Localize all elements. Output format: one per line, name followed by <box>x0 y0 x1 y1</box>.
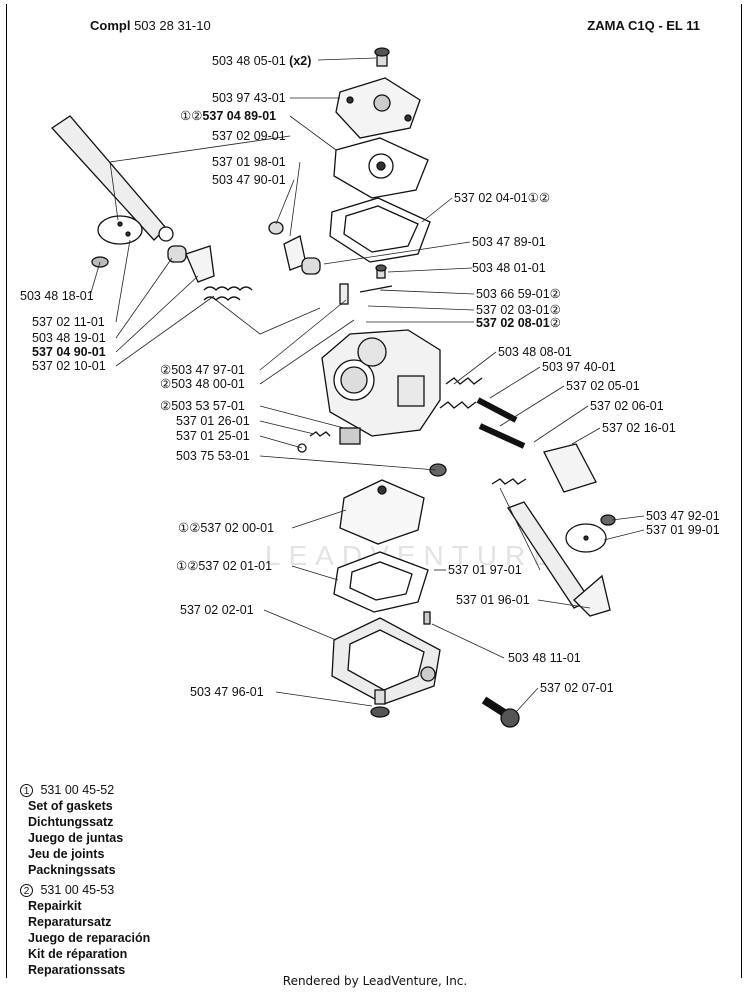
label-537-01-99-01: 537 01 99-01 <box>646 523 720 537</box>
choke-shaft-drawing <box>507 501 611 617</box>
label-537-01-26-01: 537 01 26-01 <box>176 414 250 428</box>
label-537-01-98-01: 537 01 98-01 <box>212 155 286 169</box>
label-537-02-07-01: 537 02 07-01 <box>540 681 614 695</box>
legend-code-2: 531 00 45-53 <box>40 883 115 897</box>
adjust-needle-2-drawing <box>478 423 526 449</box>
label-537-02-01-01: ①②537 02 01-01 <box>176 559 272 573</box>
assembly-number: Compl 503 28 31-10 <box>90 18 211 33</box>
label-537-02-16-01: 537 02 16-01 <box>602 421 676 435</box>
label-503-66-59-01: 503 66 59-01② <box>476 287 561 301</box>
part-drawings <box>51 47 616 728</box>
label-537-02-02-01: 537 02 02-01 <box>180 603 254 617</box>
label-503-48-11-01: 503 48 11-01 <box>508 651 581 665</box>
carburetor-model: ZAMA C1Q - EL 11 <box>587 18 700 33</box>
label-537-02-11-01: 537 02 11-01 <box>32 315 105 329</box>
inlet-needle-drawing <box>339 283 349 305</box>
label-537-01-97-01: 537 01 97-01 <box>448 563 522 577</box>
metering-cover-drawing <box>331 617 441 705</box>
footer-credit: Rendered by LeadVenture, Inc. <box>282 974 468 988</box>
legend-name: Packningssats <box>28 863 116 877</box>
legend-name: Reparationssats <box>28 963 126 977</box>
pin-drawing <box>423 611 431 625</box>
legend-name: Juego de juntas <box>28 831 124 845</box>
label-503-47-92-01: 503 47 92-01 <box>646 509 720 523</box>
small-screw-drawing <box>375 264 387 279</box>
legend-name: Repairkit <box>28 899 82 913</box>
throttle-valve-drawing <box>97 215 143 245</box>
label-503-75-53-01: 503 75 53-01 <box>176 449 250 463</box>
legend-code-1: 531 00 45-52 <box>40 783 115 797</box>
label-503-97-40-01: 503 97 40-01 <box>542 360 616 374</box>
label-537-02-03-01: 537 02 03-01② <box>476 303 561 317</box>
legend-repair-kit: 2 531 00 45-53 Repairkit Reparatursatz J… <box>20 882 150 978</box>
legend-name: Set of gaskets <box>28 799 113 813</box>
control-lever-drawing <box>359 285 393 293</box>
choke-detent-drawing <box>268 221 284 235</box>
adjust-spring-1-drawing <box>445 377 483 385</box>
cover-screw-bottom-drawing <box>370 689 390 718</box>
compl-prefix: Compl <box>90 18 131 33</box>
label-537-02-09-01: 537 02 09-01 <box>212 129 286 143</box>
part-labels: 503 48 05-01 (x2) 503 97 43-01 ①②537 04 … <box>20 54 720 699</box>
label-537-04-90-01: 537 04 90-01 <box>32 345 106 359</box>
label-503-47-89-01: 503 47 89-01 <box>472 235 546 249</box>
legend-mark-1: 1 <box>20 784 33 797</box>
pump-gasket-drawing <box>329 197 431 263</box>
label-537-01-96-01: 537 01 96-01 <box>456 593 530 607</box>
legend-name: Dichtungssatz <box>28 815 114 829</box>
label-537-02-08-01: 537 02 08-01② <box>476 316 561 330</box>
label-537-04-89-01: ①②537 04 89-01 <box>180 109 276 123</box>
pump-diaphragm-drawing <box>333 137 429 199</box>
leader-lines <box>89 57 645 713</box>
metering-diaphragm-drawing <box>333 551 429 613</box>
label-503-48-01-01: 503 48 01-01 <box>472 261 546 275</box>
label-503-53-57-01: ②503 53 57-01 <box>160 399 245 413</box>
label-537-02-10-01: 537 02 10-01 <box>32 359 106 373</box>
label-537-02-06-01: 537 02 06-01 <box>590 399 664 413</box>
carburetor-body-drawing <box>321 329 441 437</box>
compl-number: 503 28 31-10 <box>134 18 211 33</box>
label-503-97-43-01: 503 97 43-01 <box>212 91 286 105</box>
legend-name: Juego de reparación <box>28 931 151 945</box>
adjust-spring-2-drawing <box>439 401 477 409</box>
label-537-02-00-01: ①②537 02 00-01 <box>178 521 274 535</box>
pump-spring-drawing <box>309 431 331 437</box>
label-537-01-25-01: 537 01 25-01 <box>176 429 250 443</box>
choke-spring-drawing <box>491 478 527 485</box>
legend-gasket-set: 1 531 00 45-52 Set of gaskets Dichtungss… <box>20 782 123 878</box>
label-503-47-90-01: 503 47 90-01 <box>212 173 286 187</box>
throttle-shaft-drawing <box>51 115 174 242</box>
plug-screw-drawing <box>429 463 447 477</box>
throttle-spring-drawing <box>203 286 253 301</box>
legend-name: Reparatursatz <box>28 915 112 929</box>
choke-bushing-drawing <box>301 257 321 275</box>
legend-name: Jeu de joints <box>28 847 105 861</box>
choke-valve-drawing <box>565 523 607 553</box>
screen-drawing <box>339 427 361 445</box>
pump-cover-drawing <box>335 77 421 139</box>
label-503-48-05-01: 503 48 05-01 (x2) <box>212 54 311 68</box>
cover-screw-drawing <box>374 47 390 67</box>
throttle-lever-drawing <box>185 245 215 283</box>
label-503-48-08-01: 503 48 08-01 <box>498 345 572 359</box>
label-503-47-97-01: ②503 47 97-01 <box>160 363 245 377</box>
page-frame <box>6 4 742 978</box>
label-503-48-00-01: ②503 48 00-01 <box>160 377 245 391</box>
legend-mark-2: 2 <box>20 884 33 897</box>
label-537-02-05-01: 537 02 05-01 <box>566 379 640 393</box>
metering-gasket-drawing <box>339 479 425 545</box>
limiter-cap-drawing <box>543 443 597 493</box>
label-503-47-96-01: 503 47 96-01 <box>190 685 264 699</box>
label-503-48-19-01: 503 48 19-01 <box>32 331 106 345</box>
adjust-needle-1-drawing <box>476 397 518 423</box>
label-503-48-18-01: 503 48 18-01 <box>20 289 94 303</box>
long-screw-drawing <box>481 696 520 728</box>
legend-name: Kit de réparation <box>28 947 128 961</box>
label-537-02-04-01: 537 02 04-01①② <box>454 191 550 205</box>
